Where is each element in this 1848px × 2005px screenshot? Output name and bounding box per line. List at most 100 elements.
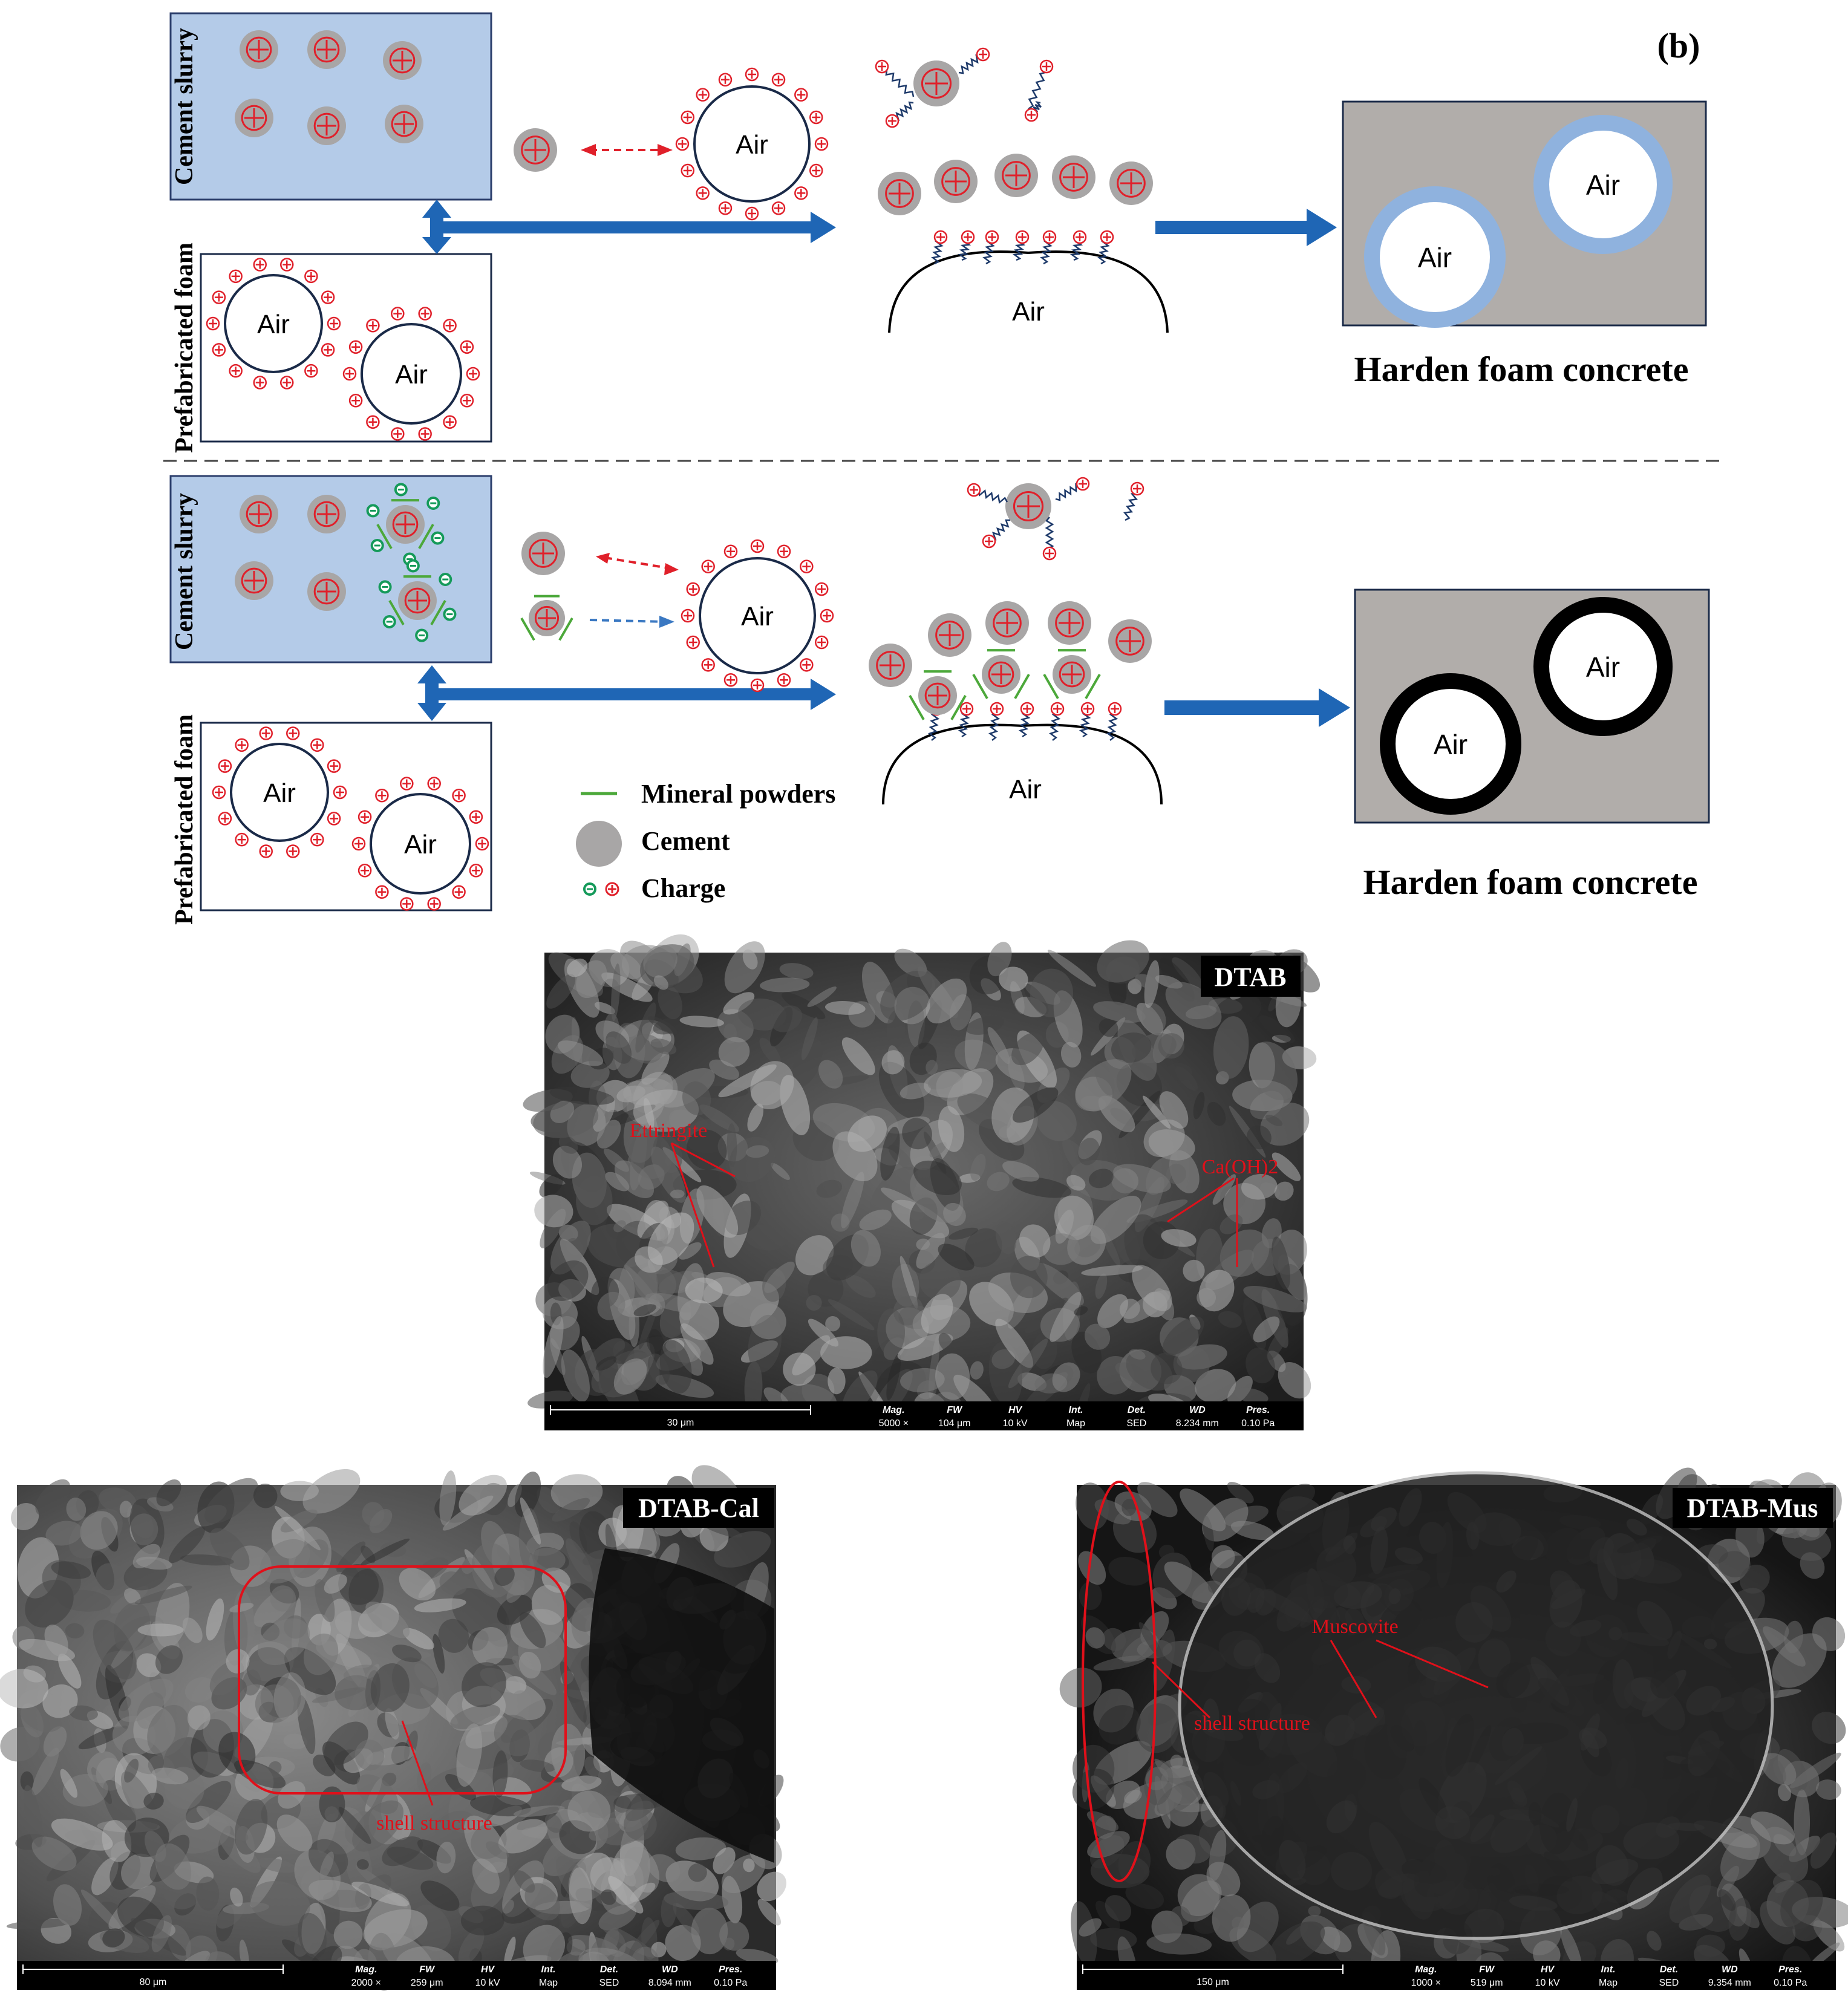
sem-texture-grain (1166, 1164, 1186, 1184)
sem-texture-grain (543, 1316, 564, 1378)
sem-texture-grain (1781, 1523, 1832, 1561)
sem-texture-grain (547, 1260, 589, 1301)
sem-title: DTAB-Cal (638, 1493, 759, 1523)
sem-texture-grain (151, 1915, 172, 1952)
sem-texture-grain (1739, 1564, 1770, 1594)
negative-charge (439, 573, 452, 587)
sem-texture-grain (759, 1037, 781, 1065)
sem-texture-grain (129, 1498, 165, 1554)
sem-texture-grain (137, 1623, 184, 1637)
sem-texture-grain (1158, 1544, 1175, 1559)
sem-texture-grain (746, 1145, 769, 1158)
sem-texture-grain (0, 1669, 49, 1709)
sem-texture-grain (62, 1773, 108, 1807)
sem-texture-grain (91, 1857, 119, 1896)
info-bar-background (544, 1401, 1304, 1430)
sem-texture-grain (1253, 1316, 1280, 1343)
sem-texture-grain (1212, 1894, 1251, 1942)
sem-texture-grain (1078, 1551, 1106, 1585)
sem-texture-grain (119, 1501, 132, 1518)
sem-texture-grain (584, 1756, 601, 1778)
info-key: Int. (541, 1964, 556, 1975)
sem-texture-grain (783, 1352, 816, 1386)
sem-texture-grain (439, 1470, 457, 1526)
sem-texture-grain (816, 1179, 843, 1198)
sem-texture-grain (1062, 1138, 1097, 1182)
sem-texture-grain (196, 1876, 220, 1911)
sem-texture-grain (916, 1233, 945, 1269)
sem-texture-grain (782, 992, 826, 1020)
sem-texture-grain (124, 1758, 139, 1783)
scale-bar-label: 80 μm (140, 1977, 167, 1987)
sem-texture-grain (938, 1106, 965, 1152)
sem-texture-grain (436, 1841, 456, 1874)
sem-texture-grain (242, 1669, 261, 1696)
sem-texture-grain (0, 1727, 40, 1762)
info-key: Int. (1601, 1964, 1616, 1975)
sem-texture-grain (1077, 1138, 1100, 1166)
sem-texture-grain (1250, 1042, 1298, 1101)
sem-texture-grain (1260, 1102, 1310, 1146)
sem-texture-grain (1780, 1879, 1823, 1930)
sem-texture-grain (1243, 1286, 1307, 1312)
info-value: SED (1126, 1418, 1146, 1429)
sem-texture-grain (121, 1853, 157, 1889)
info-value: 519 μm (1471, 1978, 1503, 1988)
sem-texture-grain (921, 1294, 953, 1334)
cement-particle (1048, 601, 1091, 645)
sem-texture-grain (1097, 940, 1149, 983)
sem-texture-grain (206, 1598, 224, 1641)
sem-texture-grain (825, 1316, 841, 1332)
sem-texture-grain (402, 1628, 434, 1650)
air-bubble: Air (342, 307, 480, 441)
sem-texture-grain (1146, 1158, 1173, 1195)
sem-texture-grain (996, 1221, 1017, 1254)
sem-texture-grain (472, 1627, 508, 1666)
sem-texture-grain (624, 1847, 659, 1893)
sem-texture-grain (824, 1000, 866, 1015)
info-value: 1000 × (1411, 1978, 1441, 1988)
sem-texture-grain (929, 1142, 947, 1158)
sem-texture-grain (1052, 1362, 1080, 1392)
negative-charge (583, 882, 596, 896)
sem-texture-grain (611, 963, 621, 1022)
sem-texture-grain (1095, 1900, 1120, 1931)
sem-texture-grain (1173, 1346, 1210, 1383)
sem-texture-grain (257, 1618, 310, 1666)
sem-texture-grain (948, 1227, 978, 1240)
sem-texture-grain (533, 1101, 599, 1138)
sem-texture-grain (485, 1841, 509, 1859)
sem-texture-grain (760, 977, 810, 993)
sem-texture-grain (134, 1585, 192, 1605)
sem-texture-grain (999, 967, 1028, 992)
sem-texture-grain (1274, 1181, 1294, 1201)
sem-texture-grain (551, 1723, 586, 1782)
surfactant-tail (1028, 65, 1049, 110)
legend-label: Mineral powders (641, 779, 835, 809)
sem-texture-grain (880, 971, 936, 1022)
sem-texture-grain (66, 1498, 87, 1521)
cement-particles (235, 30, 423, 145)
sem-texture-grain (1158, 1033, 1185, 1059)
info-value: 9.354 mm (1708, 1978, 1751, 1988)
sem-texture-grain (877, 1308, 906, 1356)
info-key: HV (481, 1964, 495, 1975)
cement-particle (529, 600, 565, 636)
legend-label: Charge (641, 873, 725, 903)
sem-texture-grain (31, 1747, 59, 1796)
sem-texture-grain (392, 1645, 422, 1663)
cement-particle (307, 106, 346, 145)
sem-texture-grain (1157, 1781, 1201, 1815)
schematic-bottom: Cement slurry Prefabricated foam AirAir … (169, 475, 1710, 925)
sem-texture-grain (943, 1202, 966, 1226)
sem-texture-grain (298, 1912, 327, 1958)
sem-texture-grain (1308, 1905, 1321, 1917)
sem-texture-grain (1647, 1931, 1662, 1951)
sem-texture-grain (723, 992, 755, 1015)
sem-texture-grain (1137, 1482, 1178, 1518)
sem-texture-grain (1794, 1789, 1810, 1856)
sem-texture-grain (613, 1220, 626, 1233)
